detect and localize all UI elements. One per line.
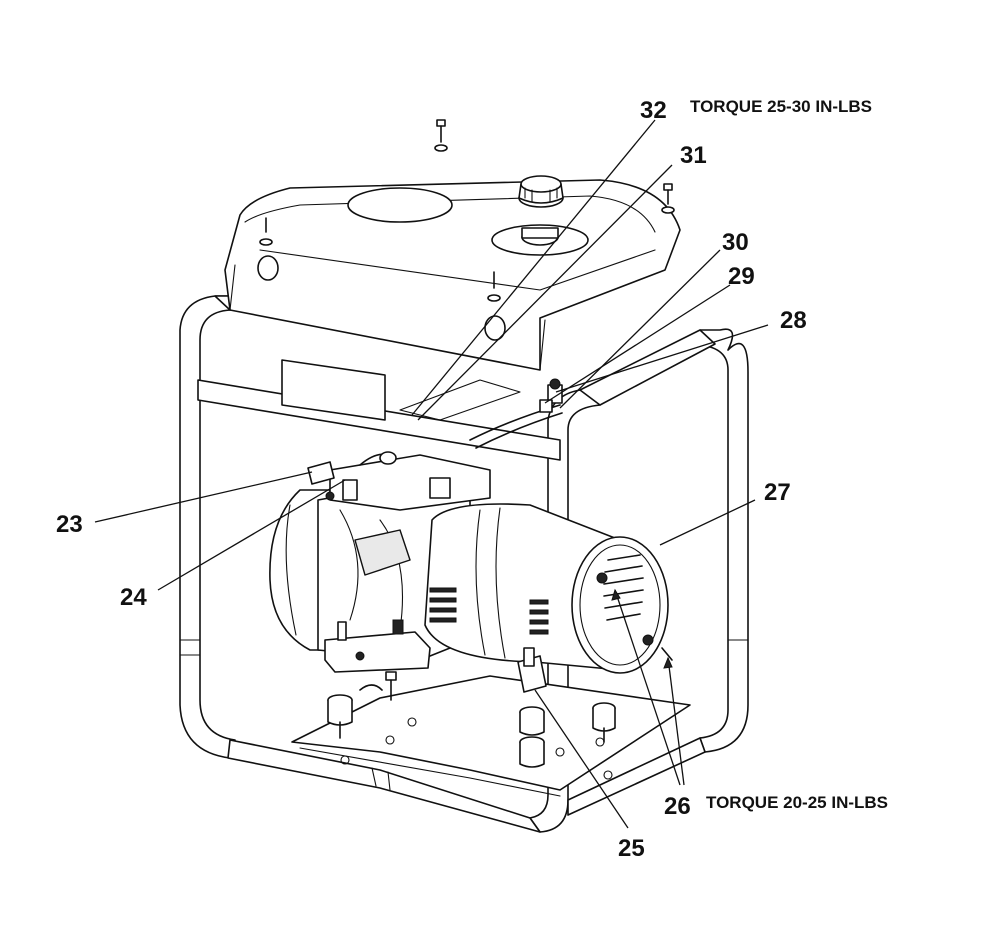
base-plate [291, 675, 691, 797]
mount-right [592, 702, 616, 743]
leader-24 [157, 479, 346, 591]
callout-24: 24 [120, 584, 147, 611]
callout-28: 28 [780, 307, 807, 334]
alternator-vents [429, 587, 549, 635]
torque-note-bottom: TORQUE 20-25 IN-LBS [706, 793, 888, 812]
leader-23 [94, 471, 313, 523]
mount-front [519, 736, 545, 768]
leader-29 [544, 284, 731, 404]
fuel-tank [224, 179, 681, 371]
alternator [424, 503, 673, 693]
bolt-left [259, 217, 273, 246]
callout-31: 31 [680, 142, 707, 169]
tank-mounting-bolts [259, 119, 675, 701]
mount-left [327, 694, 353, 739]
callout-27: 27 [764, 479, 791, 506]
control-panel-bracket [197, 359, 563, 461]
callout-26: 26 [664, 793, 691, 820]
callout-29: 29 [728, 263, 755, 290]
leader-26b [667, 657, 685, 786]
leader-27 [659, 499, 756, 546]
mount-center [519, 706, 545, 736]
leader-26a [614, 589, 681, 786]
leader-lines [94, 119, 769, 829]
torque-note-top: TORQUE 25-30 IN-LBS [690, 97, 872, 116]
callout-25: 25 [618, 835, 645, 862]
leader-31 [417, 164, 673, 421]
bolt-top [434, 119, 448, 152]
fuel-cap [518, 175, 564, 208]
bolt-right [661, 183, 675, 214]
callout-labels: TORQUE 25-30 IN-LBS TORQUE 20-25 IN-LBS … [56, 97, 888, 862]
bolt-center [487, 271, 501, 302]
vibration-mounts [327, 694, 616, 768]
callout-32: 32 [640, 97, 667, 124]
leader-25 [534, 689, 629, 829]
bolt-engine [359, 671, 397, 701]
leader-28 [555, 324, 769, 393]
callout-30: 30 [722, 229, 749, 256]
leader-32 [411, 119, 656, 416]
callout-23: 23 [56, 511, 83, 538]
end-cover-louvres [603, 554, 644, 621]
